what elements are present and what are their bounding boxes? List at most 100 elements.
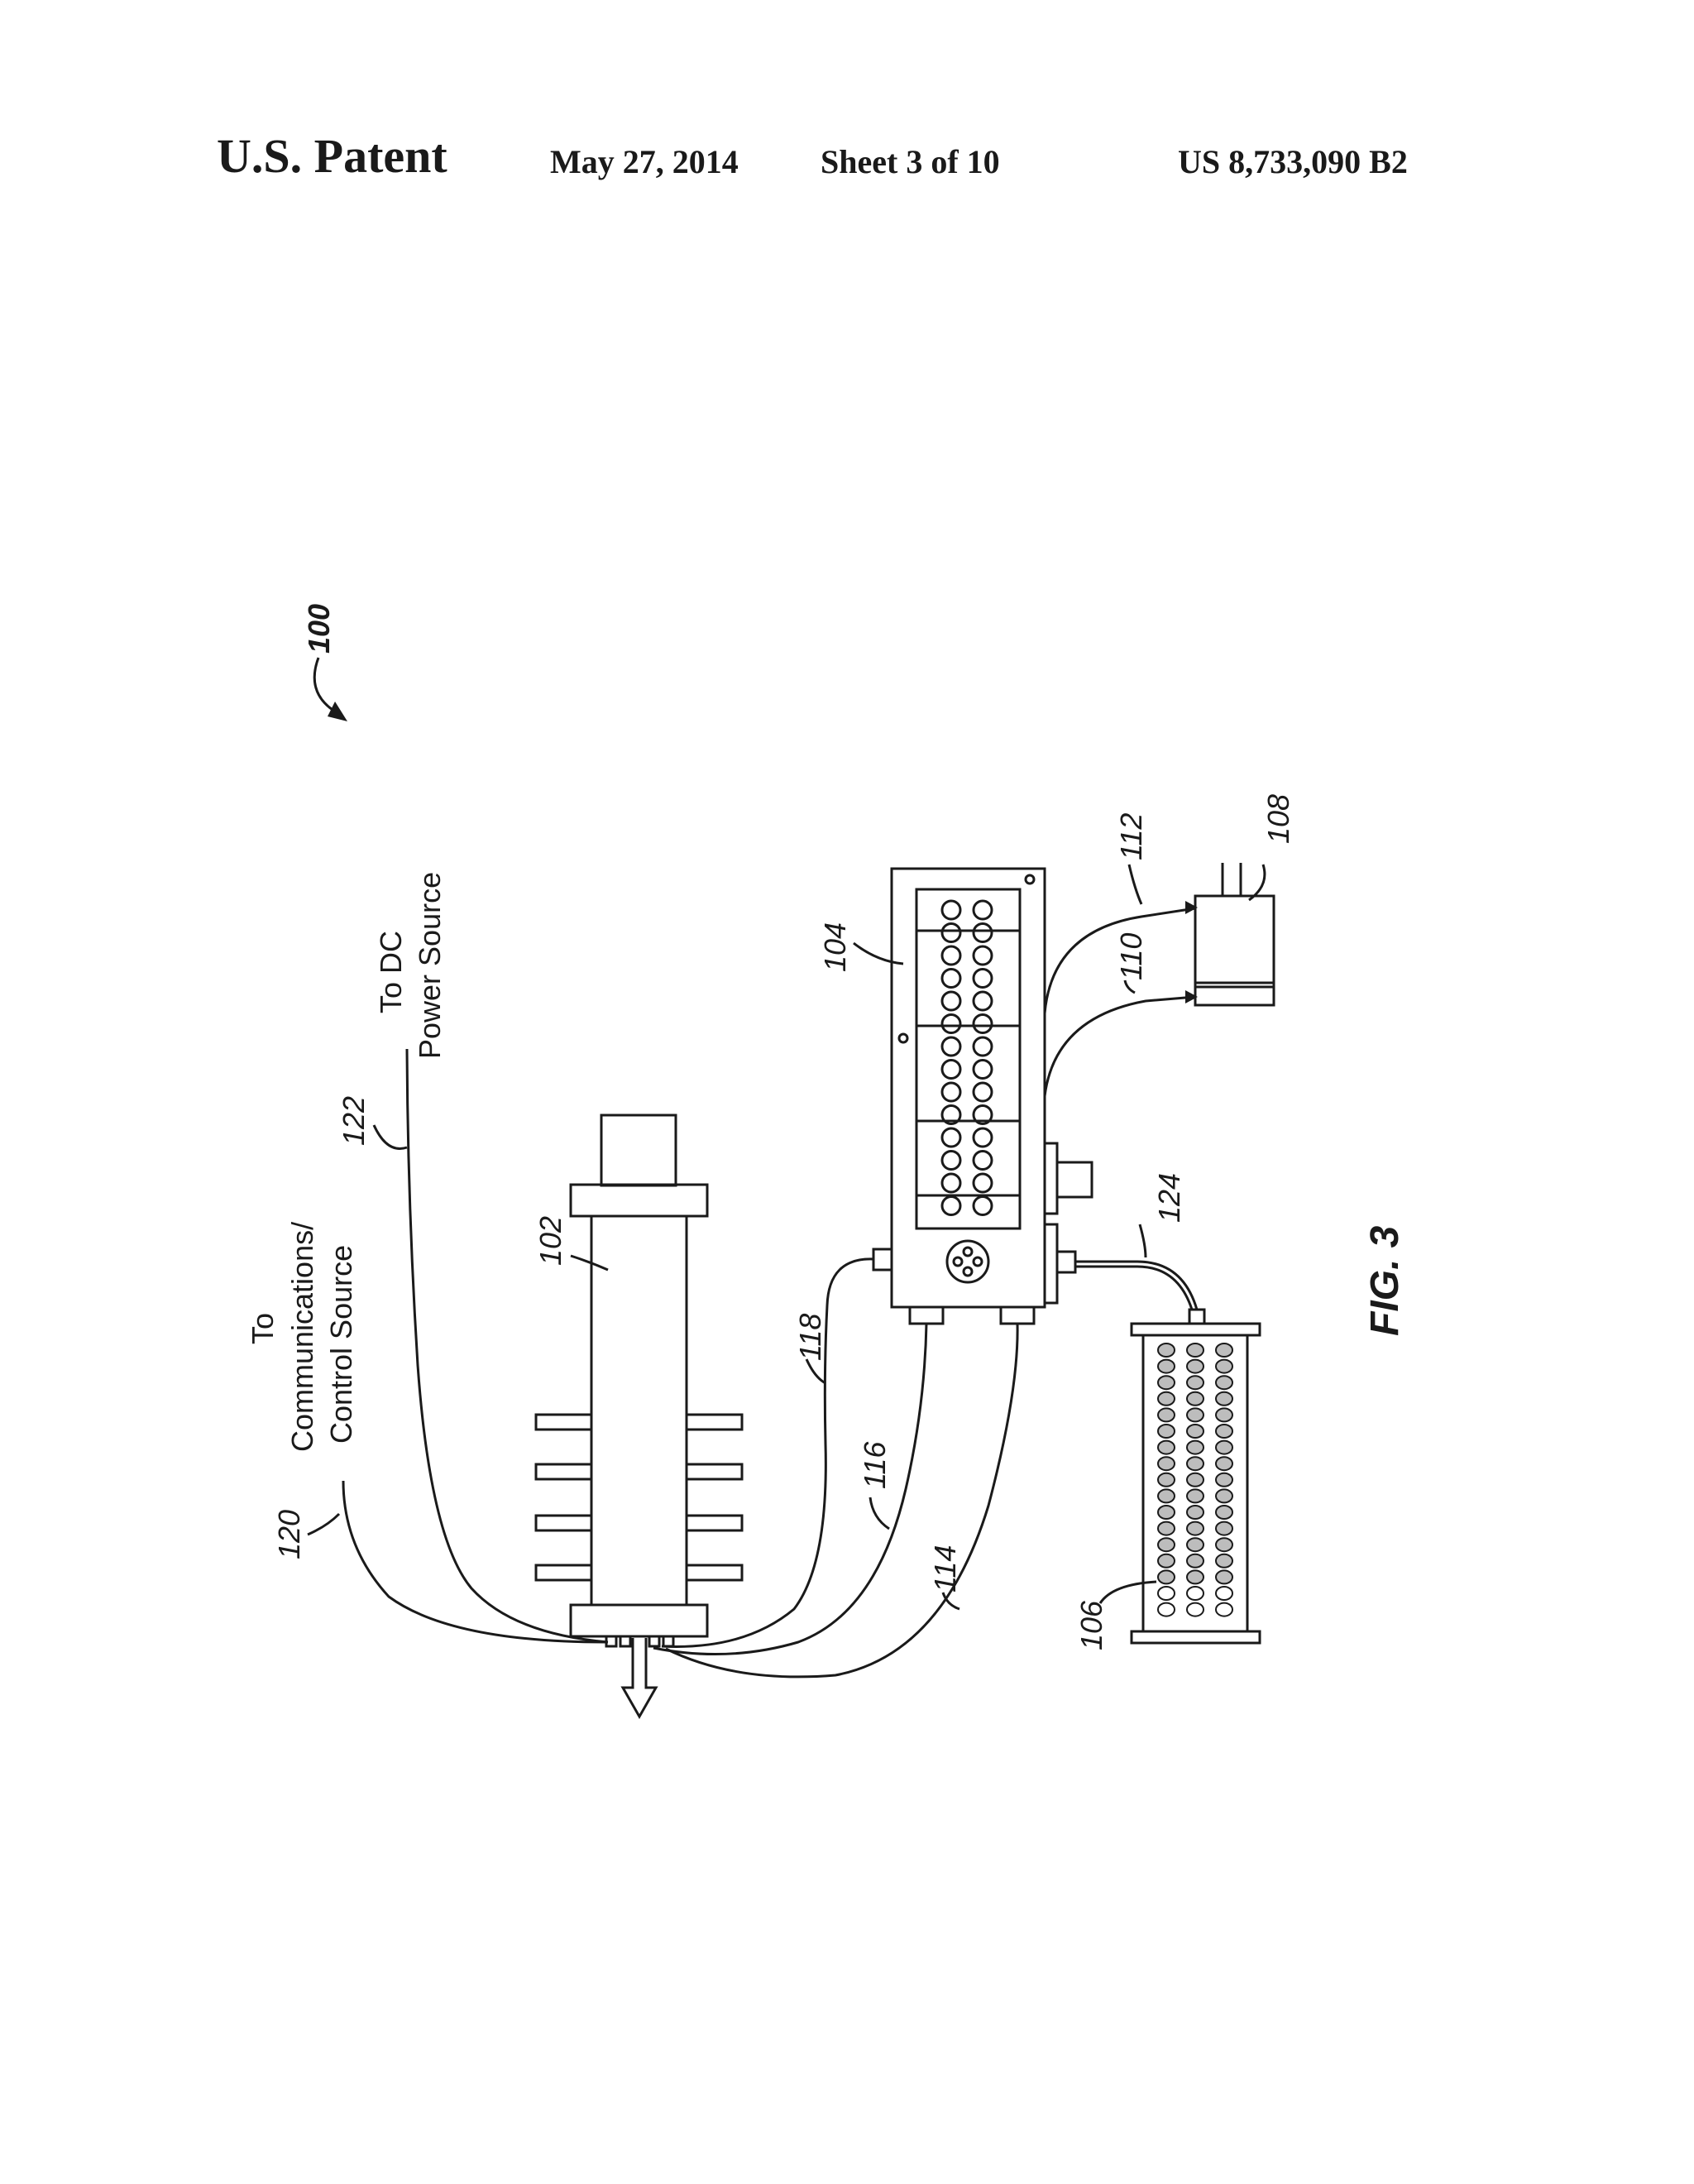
panel-circle — [972, 990, 993, 1012]
side-port-lower — [1043, 1223, 1059, 1305]
ref-108: 108 — [1261, 794, 1295, 844]
panel-circle — [940, 1172, 962, 1194]
media-dot — [1186, 1472, 1204, 1487]
patent-number: US 8,733,090 B2 — [1178, 143, 1408, 180]
patent-title: U.S. Patent — [217, 129, 447, 183]
bottom-port-1 — [908, 1305, 945, 1325]
media-dot — [1186, 1553, 1204, 1569]
ref-104: 104 — [818, 922, 852, 972]
fin-left-2 — [534, 1463, 593, 1481]
panel-circle — [972, 1036, 993, 1057]
fin-right-4 — [685, 1564, 744, 1582]
media-dot — [1157, 1456, 1175, 1472]
line-112-arrow — [1185, 901, 1198, 914]
ref-114: 114 — [928, 1545, 962, 1592]
left-port — [872, 1248, 893, 1272]
media-dots — [1157, 1343, 1233, 1617]
ref-112-leader — [1127, 864, 1143, 905]
media-dot — [1215, 1456, 1233, 1472]
line-116 — [653, 1323, 928, 1656]
media-dot — [1215, 1521, 1233, 1536]
media-dot — [1215, 1439, 1233, 1455]
media-dot — [1186, 1358, 1204, 1374]
ref-104-leader — [853, 941, 904, 965]
ref-100-arrow — [313, 657, 333, 711]
media-dot — [1157, 1586, 1175, 1601]
media-dot — [1215, 1391, 1233, 1406]
ref-120: 120 — [272, 1510, 306, 1559]
sheet-number: Sheet 3 of 10 — [821, 143, 1000, 180]
component-102-top-flange — [569, 1183, 709, 1218]
comm-label-line3: Control Source — [324, 1245, 358, 1444]
fin-left-4 — [534, 1564, 593, 1582]
panel-circle — [972, 945, 993, 966]
component-102-cap — [600, 1114, 677, 1187]
ref-106-leader — [1098, 1580, 1157, 1604]
component-108 — [1194, 863, 1275, 1007]
media-dot — [1215, 1537, 1233, 1553]
media-dot — [1215, 1343, 1233, 1358]
media-dot — [1215, 1586, 1233, 1601]
ref-116: 116 — [858, 1441, 892, 1489]
ref-118-leader — [805, 1358, 826, 1385]
connector-3 — [648, 1635, 661, 1648]
media-dot — [1186, 1537, 1204, 1553]
media-dot — [1215, 1472, 1233, 1487]
media-dot — [1157, 1358, 1175, 1374]
ref-100-arrowhead — [328, 702, 347, 721]
line-124 — [1075, 1260, 1199, 1310]
media-dot — [1215, 1407, 1233, 1423]
line-110 — [1043, 995, 1196, 1097]
ref-124: 124 — [1152, 1173, 1186, 1223]
ref-122: 122 — [337, 1096, 371, 1146]
media-dot — [1186, 1439, 1204, 1455]
media-dot — [1215, 1569, 1233, 1585]
media-dot — [1157, 1505, 1175, 1520]
ref-108-leader — [1248, 864, 1266, 902]
media-dot — [1186, 1586, 1204, 1601]
component-102 — [534, 1114, 744, 1720]
panel-circle — [940, 1013, 962, 1034]
component-108-body — [1194, 894, 1275, 1007]
fin-right-2 — [685, 1463, 744, 1481]
panel-circle — [972, 1013, 993, 1034]
line-112 — [1043, 907, 1196, 1014]
panel-circle — [972, 899, 993, 921]
comm-label-line1: To — [246, 1313, 280, 1344]
ref-100: 100 — [302, 604, 336, 654]
panel-circle — [940, 1059, 962, 1080]
connector-4 — [662, 1635, 675, 1648]
ref-116-leader — [869, 1497, 890, 1530]
component-106 — [1130, 1308, 1261, 1645]
fan — [945, 1239, 990, 1284]
line-114 — [665, 1323, 1019, 1679]
media-dot — [1186, 1407, 1204, 1423]
media-dot — [1186, 1343, 1204, 1358]
media-dot — [1157, 1569, 1175, 1585]
connector-124 — [1055, 1250, 1077, 1274]
media-dot — [1157, 1472, 1175, 1487]
component-104-housing — [890, 867, 1046, 1309]
patent-date: May 27, 2014 — [550, 143, 739, 180]
media-dot — [1186, 1391, 1204, 1406]
ref-112: 112 — [1114, 813, 1148, 860]
panel-circle — [972, 922, 993, 943]
fin-left-1 — [534, 1413, 593, 1431]
component-104-panel — [915, 888, 1022, 1230]
media-dot — [1157, 1488, 1175, 1504]
panel-circle — [972, 1059, 993, 1080]
line-110-arrow — [1185, 990, 1198, 1003]
component-102-bottom-flange — [569, 1603, 709, 1638]
panel-circle — [972, 968, 993, 989]
component-106-top — [1130, 1322, 1261, 1337]
line-122 — [405, 1048, 609, 1644]
panel-circle — [940, 945, 962, 966]
component-106-bottom — [1130, 1630, 1261, 1645]
media-dot — [1157, 1521, 1175, 1536]
media-dot — [1215, 1602, 1233, 1617]
mount-hole-mid — [897, 1032, 909, 1044]
media-dot — [1157, 1602, 1175, 1617]
media-dot — [1215, 1553, 1233, 1569]
ref-120-leader — [307, 1512, 341, 1536]
